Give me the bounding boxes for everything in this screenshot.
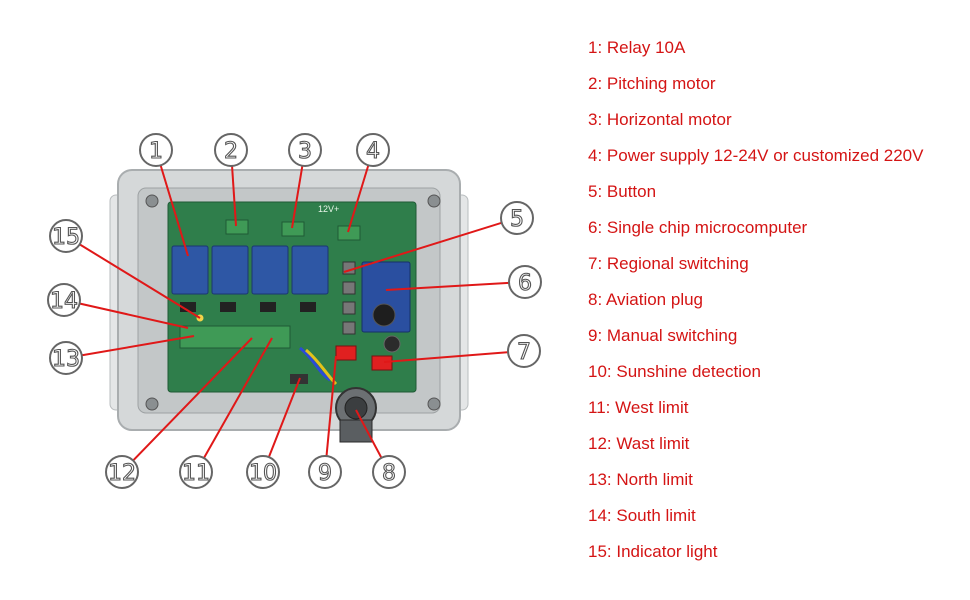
- legend-item-2: 2: Pitching motor: [588, 74, 716, 93]
- callout-circle-7: [507, 334, 541, 368]
- callout-line-14: [63, 299, 189, 329]
- driver-chip-1: [180, 302, 196, 312]
- callout-7: 7: [507, 334, 541, 368]
- callout-circle-1: [139, 133, 173, 167]
- callout-number-9: 9: [318, 461, 332, 486]
- legend-list: 1: Relay 10A 2: Pitching motor 3: Horizont…: [588, 36, 968, 576]
- legend-item-14: 14: South limit: [588, 506, 696, 525]
- relay-1: [171, 245, 209, 295]
- callout-line-7: [383, 350, 525, 363]
- callout-15: 15: [49, 219, 83, 253]
- callout-circle-3: [288, 133, 322, 167]
- terminal-pitching-motor: [225, 219, 249, 235]
- legend-item-1: 1: Relay 10A: [588, 38, 686, 57]
- callout-number-1: 1: [149, 139, 163, 164]
- legend-item-5: 5: Button: [588, 182, 657, 201]
- callout-number-14: 14: [50, 289, 78, 314]
- callout-5: 5: [500, 201, 534, 235]
- legend-item-15: 15: Indicator light: [588, 542, 718, 561]
- callout-number-15: 15: [52, 225, 80, 250]
- callout-6: 6: [508, 265, 542, 299]
- callout-12: 12: [105, 455, 139, 489]
- callout-number-7: 7: [517, 340, 531, 365]
- callout-number-10: 10: [249, 461, 277, 486]
- callout-9: 9: [308, 455, 342, 489]
- relay-2: [211, 245, 249, 295]
- callout-13: 13: [49, 341, 83, 375]
- legend-item-9: 9: Manual switching: [588, 326, 738, 345]
- legend-item-13: 13: North limit: [588, 470, 693, 489]
- button-4: [342, 321, 356, 335]
- wires: [299, 346, 331, 382]
- callout-2: 2: [214, 133, 248, 167]
- callout-14: 14: [47, 283, 81, 317]
- screw-top-left: [145, 194, 159, 208]
- button-3: [342, 301, 356, 315]
- pcb-silk-label: 12V+: [318, 204, 339, 214]
- screw-bottom-left: [145, 397, 159, 411]
- callout-line-1: [155, 149, 189, 257]
- legend-item-7: 7: Regional switching: [588, 254, 749, 273]
- callout-10: 10: [246, 455, 280, 489]
- callout-line-5: [343, 217, 518, 273]
- legend-item-12: 12: Wast limit: [588, 434, 690, 453]
- callout-circle-5: [500, 201, 534, 235]
- callout-circle-6: [508, 265, 542, 299]
- callout-line-6: [385, 281, 526, 291]
- callout-8: 8: [372, 455, 406, 489]
- callout-number-5: 5: [510, 207, 524, 232]
- driver-chip-4: [300, 302, 316, 312]
- callout-number-13: 13: [52, 347, 80, 372]
- button-2: [342, 281, 356, 295]
- legend-item-11: 11: West limit: [588, 398, 689, 417]
- aviation-plug-inner: [344, 396, 368, 420]
- driver-chip-2: [220, 302, 236, 312]
- regional-switch: [371, 355, 393, 371]
- callout-circle-11: [179, 455, 213, 489]
- manual-switch: [335, 345, 357, 361]
- callout-number-3: 3: [298, 139, 312, 164]
- callout-line-13: [65, 335, 195, 359]
- callout-circle-10: [246, 455, 280, 489]
- callout-circle-15: [49, 219, 83, 253]
- callout-line-15: [65, 235, 201, 319]
- relay-4: [291, 245, 329, 295]
- callout-3: 3: [288, 133, 322, 167]
- callout-number-2: 2: [224, 139, 238, 164]
- callout-line-12: [121, 337, 253, 473]
- callout-11: 11: [179, 455, 213, 489]
- legend-item-8: 8: Aviation plug: [588, 290, 703, 309]
- capacitor: [383, 335, 401, 353]
- callout-number-11: 11: [182, 461, 210, 486]
- legend-item-6: 6: Single chip microcomputer: [588, 218, 808, 237]
- callout-line-9: [324, 355, 337, 473]
- pcb: 12V+: [167, 201, 417, 393]
- callout-circle-9: [308, 455, 342, 489]
- callout-number-4: 4: [366, 139, 380, 164]
- callout-4: 4: [356, 133, 390, 167]
- callout-circle-14: [47, 283, 81, 317]
- relay-3: [251, 245, 289, 295]
- callout-line-11: [195, 337, 273, 473]
- aviation-plug: [335, 387, 377, 443]
- legend-item-3: 3: Horizontal motor: [588, 110, 732, 129]
- legend-item-4: 4: Power supply 12-24V or customized 220…: [588, 146, 924, 165]
- legend-item-10: 10: Sunshine detection: [588, 362, 761, 381]
- screw-bottom-right: [427, 397, 441, 411]
- terminal-block-bottom: [179, 325, 291, 349]
- callout-circle-12: [105, 455, 139, 489]
- callout-circle-8: [372, 455, 406, 489]
- microcomputer-coil: [372, 303, 396, 327]
- callout-circle-13: [49, 341, 83, 375]
- driver-chip-3: [260, 302, 276, 312]
- callout-circle-2: [214, 133, 248, 167]
- screw-top-right: [427, 194, 441, 208]
- callout-1: 1: [139, 133, 173, 167]
- controller-board-photo: 12V+: [47, 133, 542, 489]
- callout-circle-4: [356, 133, 390, 167]
- callout-number-12: 12: [108, 461, 136, 486]
- callout-number-6: 6: [518, 271, 532, 296]
- callout-number-8: 8: [382, 461, 396, 486]
